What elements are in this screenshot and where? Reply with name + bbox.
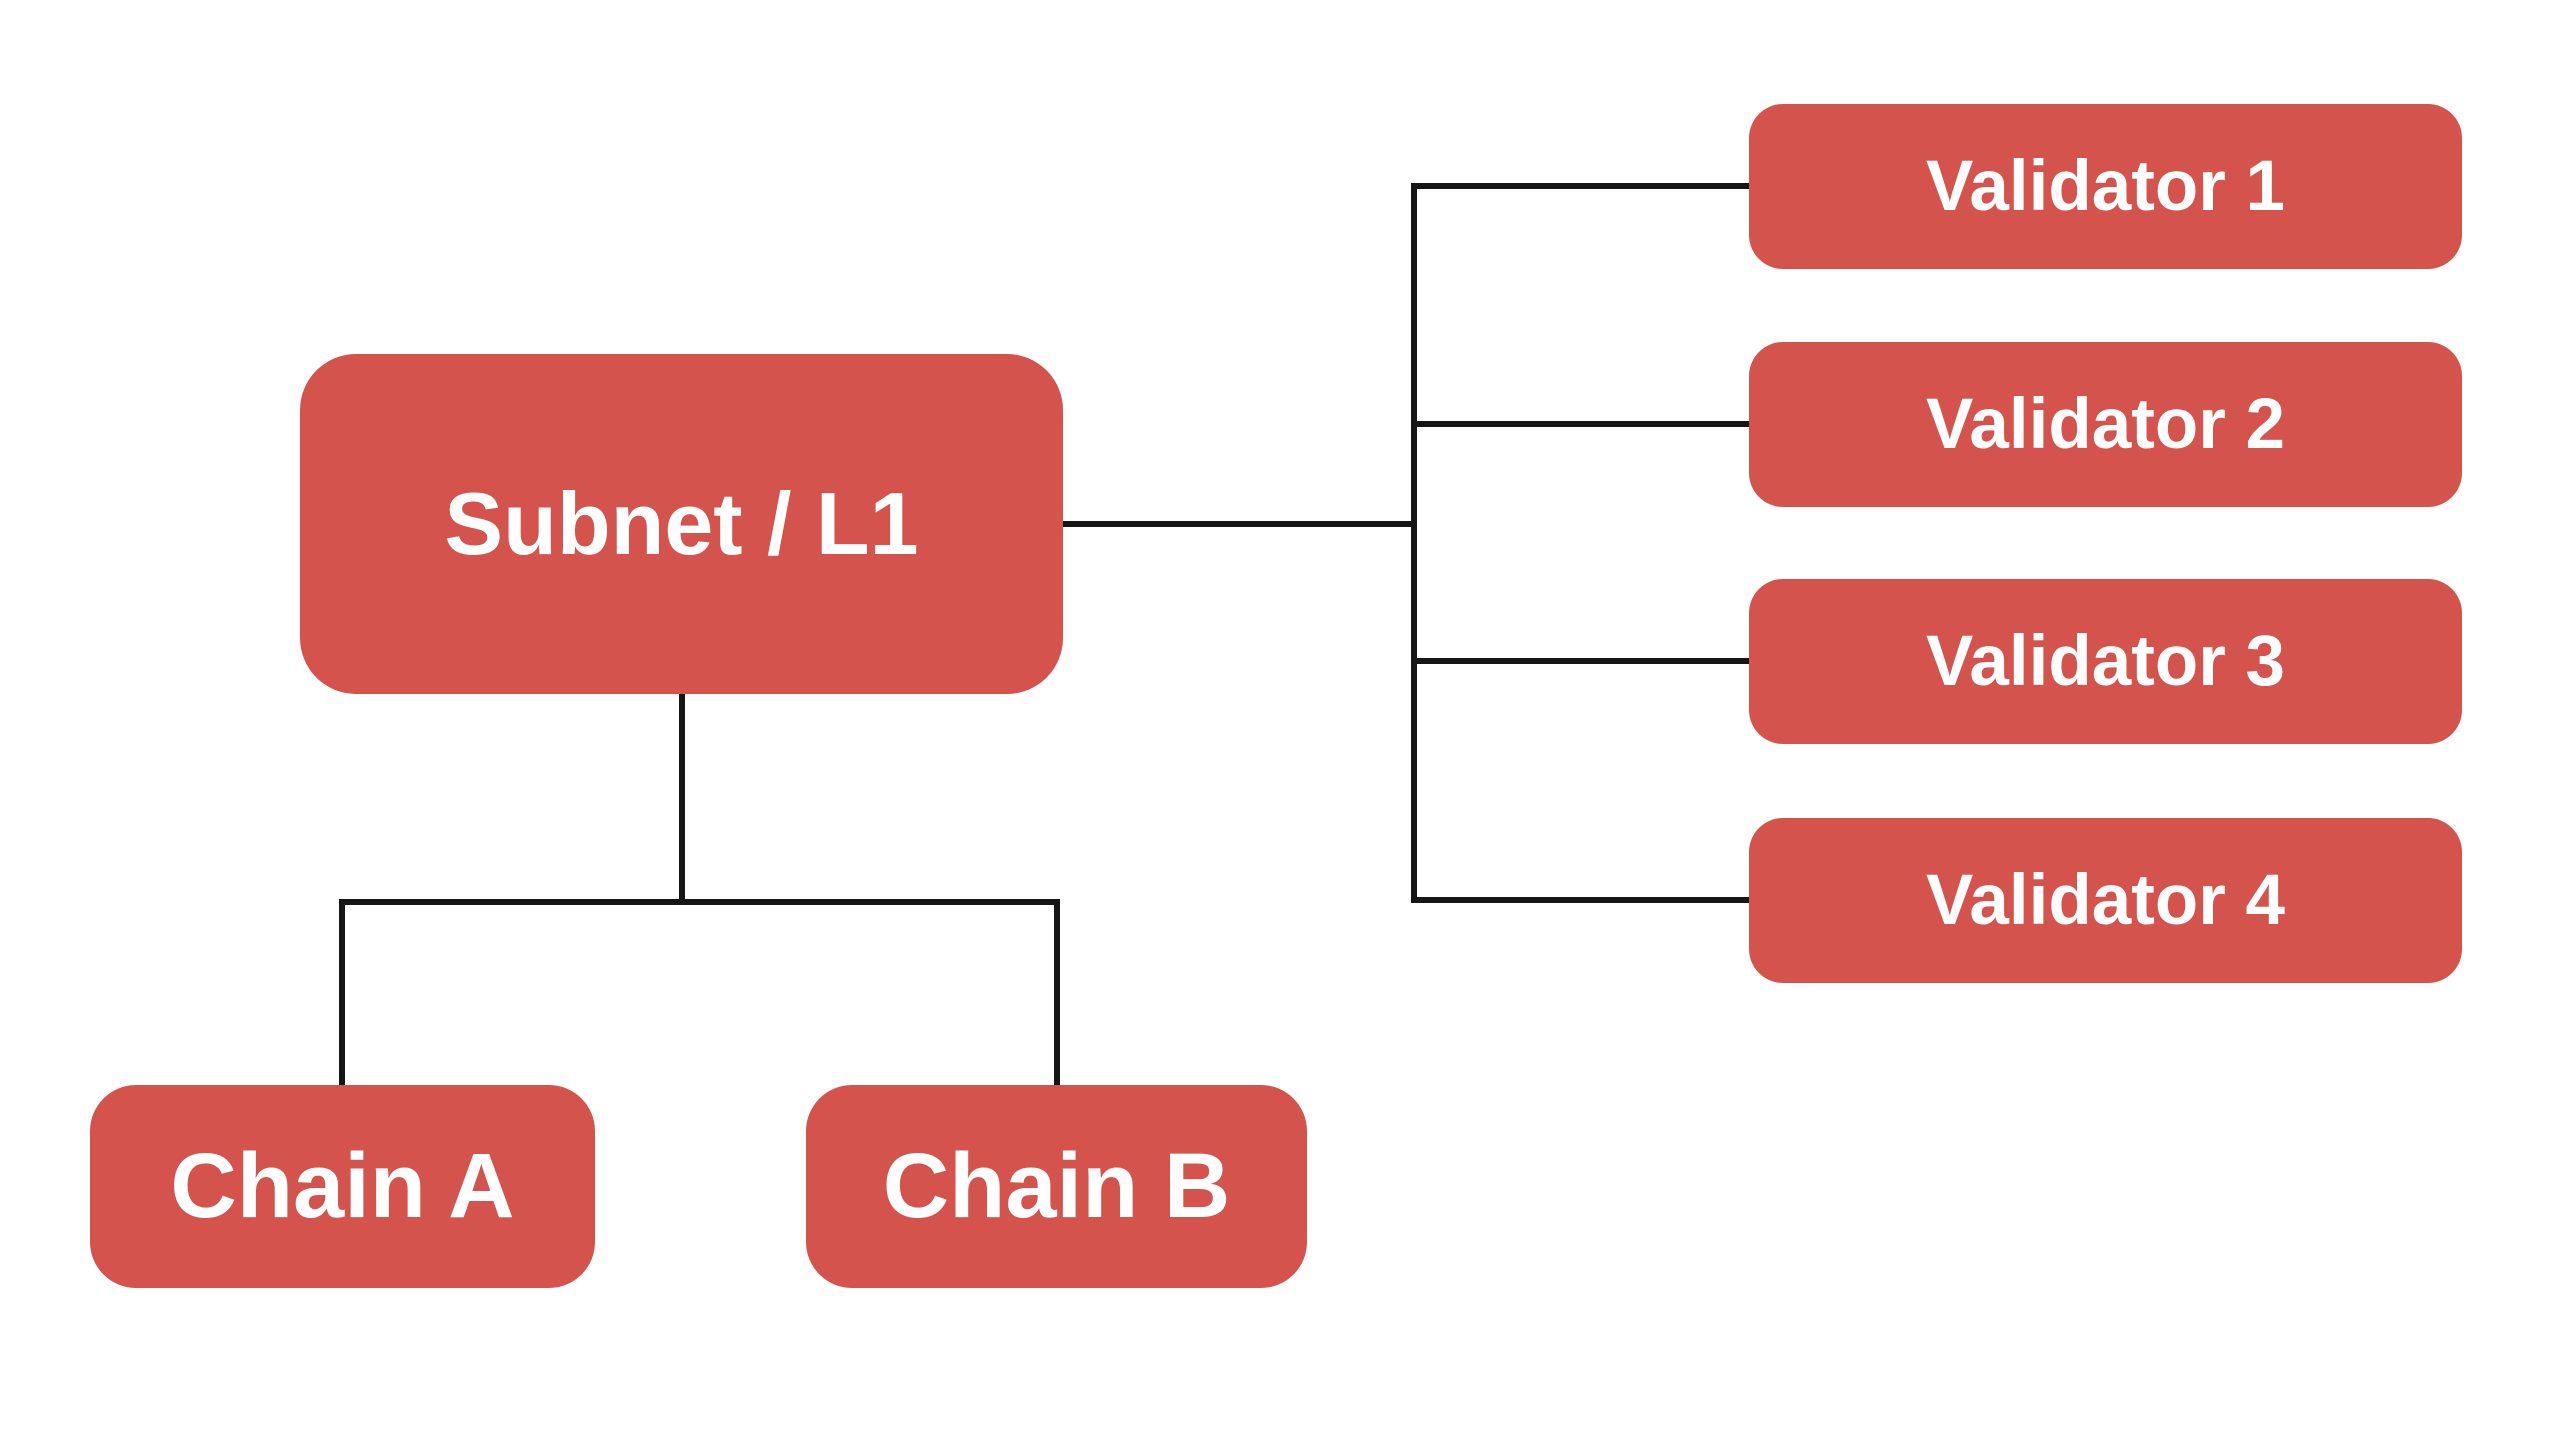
node-chain-a: Chain A: [90, 1085, 595, 1288]
node-chain-b-label: Chain B: [882, 1135, 1231, 1237]
node-validator-4-label: Validator 4: [1925, 861, 2286, 940]
node-validator-2-label: Validator 2: [1925, 385, 2286, 464]
node-validator-3: Validator 3: [1749, 579, 2462, 744]
node-subnet-l1: Subnet / L1: [300, 354, 1063, 694]
node-chain-a-label: Chain A: [170, 1135, 515, 1237]
node-validator-3-label: Validator 3: [1925, 622, 2286, 701]
node-subnet-l1-label: Subnet / L1: [444, 474, 919, 573]
node-validator-2: Validator 2: [1749, 342, 2462, 507]
node-validator-1-label: Validator 1: [1925, 147, 2286, 226]
node-validator-1: Validator 1: [1749, 104, 2462, 269]
node-validator-4: Validator 4: [1749, 818, 2462, 983]
connector-validator-trunk: [1411, 183, 1749, 903]
node-chain-b: Chain B: [806, 1085, 1307, 1288]
connector-chain-bracket: [339, 899, 1060, 1085]
